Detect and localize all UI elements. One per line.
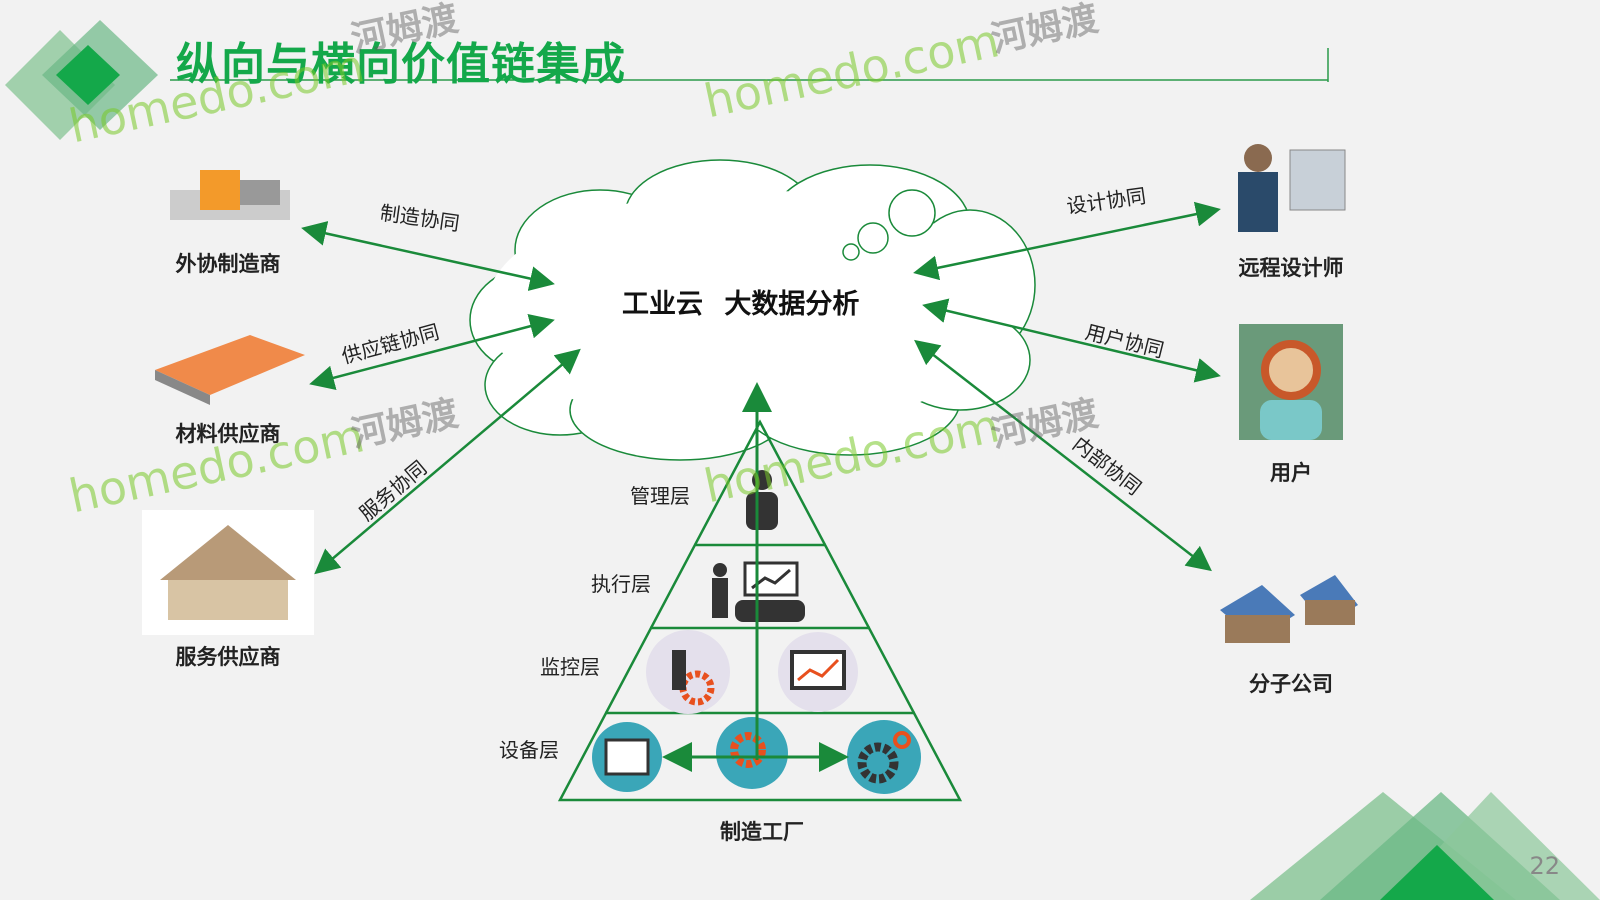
warehouse-icon — [155, 335, 305, 405]
node-service-supplier: 服务供应商 — [175, 645, 281, 669]
presentation-icon — [712, 561, 805, 622]
branch-buildings-icon — [1220, 575, 1358, 643]
factory-machine-icon — [170, 170, 290, 220]
layer-equipment: 设备层 — [499, 738, 559, 762]
arrow-design — [913, 201, 1221, 281]
pyramid — [557, 419, 963, 802]
node-remote-designer: 远程设计师 — [1238, 256, 1344, 280]
user-avatar — [1239, 324, 1343, 440]
edge-arrows — [301, 201, 1221, 575]
gear-icon — [847, 720, 921, 794]
layer-management: 管理层 — [630, 484, 690, 508]
layer-execution: 执行层 — [591, 572, 651, 596]
tools-icon — [716, 717, 788, 789]
page-number: 22 — [1529, 852, 1560, 880]
layer-monitoring: 监控层 — [540, 655, 600, 679]
node-user: 用户 — [1270, 461, 1312, 485]
arrow-service — [314, 348, 581, 575]
node-outsourced-manufacturer: 外协制造商 — [175, 252, 281, 276]
cloud-label: 工业云 大数据分析 — [622, 289, 860, 320]
arrow-internal — [914, 339, 1212, 572]
node-factory: 制造工厂 — [720, 820, 804, 844]
page-title: 纵向与横向价值链集成 — [176, 39, 626, 90]
designer-icon — [1238, 144, 1346, 232]
node-material-supplier: 材料供应商 — [175, 422, 281, 446]
corner-triangles — [1250, 792, 1600, 900]
manager-gear-icon — [646, 630, 730, 714]
node-branch-company: 分子公司 — [1249, 672, 1333, 696]
arrow-manufacturing — [301, 221, 555, 291]
logo-diamonds — [5, 20, 158, 140]
